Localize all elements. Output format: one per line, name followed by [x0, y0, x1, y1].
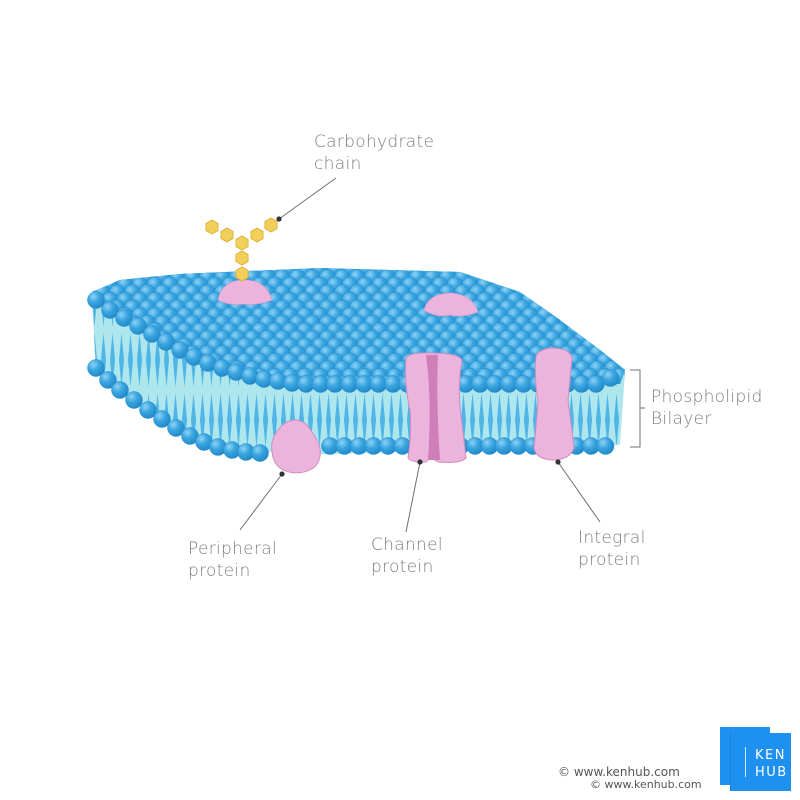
leader-peripheral [239, 473, 283, 531]
label-carbohydrate-chain: Carbohydrate chain [314, 131, 434, 175]
label-line: chain [314, 154, 362, 174]
dot-integral [555, 459, 561, 465]
carbohydrate-chain [205, 217, 278, 282]
dot-carbohydrate [276, 216, 282, 222]
bilayer-side-face [92, 300, 625, 455]
label-line: protein [188, 561, 251, 581]
logo-bar [745, 747, 746, 777]
label-line: Integral [578, 528, 646, 548]
copyright-text: © www.kenhub.com [558, 765, 680, 779]
label-phospholipid-bilayer: Phospholipid Bilayer [651, 386, 763, 430]
dot-peripheral [279, 471, 285, 477]
channel-protein [405, 352, 467, 463]
label-line: Carbohydrate [314, 132, 435, 152]
leader-lines [239, 177, 645, 533]
leader-channel [405, 461, 421, 533]
kenhub-logo: KEN HUB [718, 727, 791, 791]
leader-carbohydrate [278, 177, 337, 220]
label-line: Channel [371, 535, 443, 555]
label-line: protein [578, 550, 641, 570]
label-line: Peripheral [188, 539, 277, 559]
dot-channel [417, 459, 423, 465]
logo-line: KEN [755, 748, 786, 763]
bilayer-bracket [630, 369, 645, 448]
logo-front-square: KEN HUB [730, 733, 791, 791]
label-channel-protein: Channel protein [371, 534, 443, 578]
leader-dots [276, 216, 561, 477]
leader-integral [557, 461, 601, 523]
surface-protein-right [423, 292, 479, 317]
label-peripheral-protein: Peripheral protein [188, 538, 277, 582]
surface-protein-left [217, 279, 273, 305]
label-line: Phospholipid [651, 387, 763, 407]
copyright-text-secondary: © www.kenhub.com [590, 778, 702, 791]
lower-phospholipid-heads [87, 359, 615, 462]
label-integral-protein: Integral protein [578, 527, 646, 571]
integral-protein [533, 347, 575, 461]
logo-text: KEN HUB [755, 747, 788, 781]
label-line: Bilayer [651, 409, 712, 429]
peripheral-protein [271, 419, 321, 474]
logo-line: HUB [755, 765, 788, 780]
label-line: protein [371, 557, 434, 577]
